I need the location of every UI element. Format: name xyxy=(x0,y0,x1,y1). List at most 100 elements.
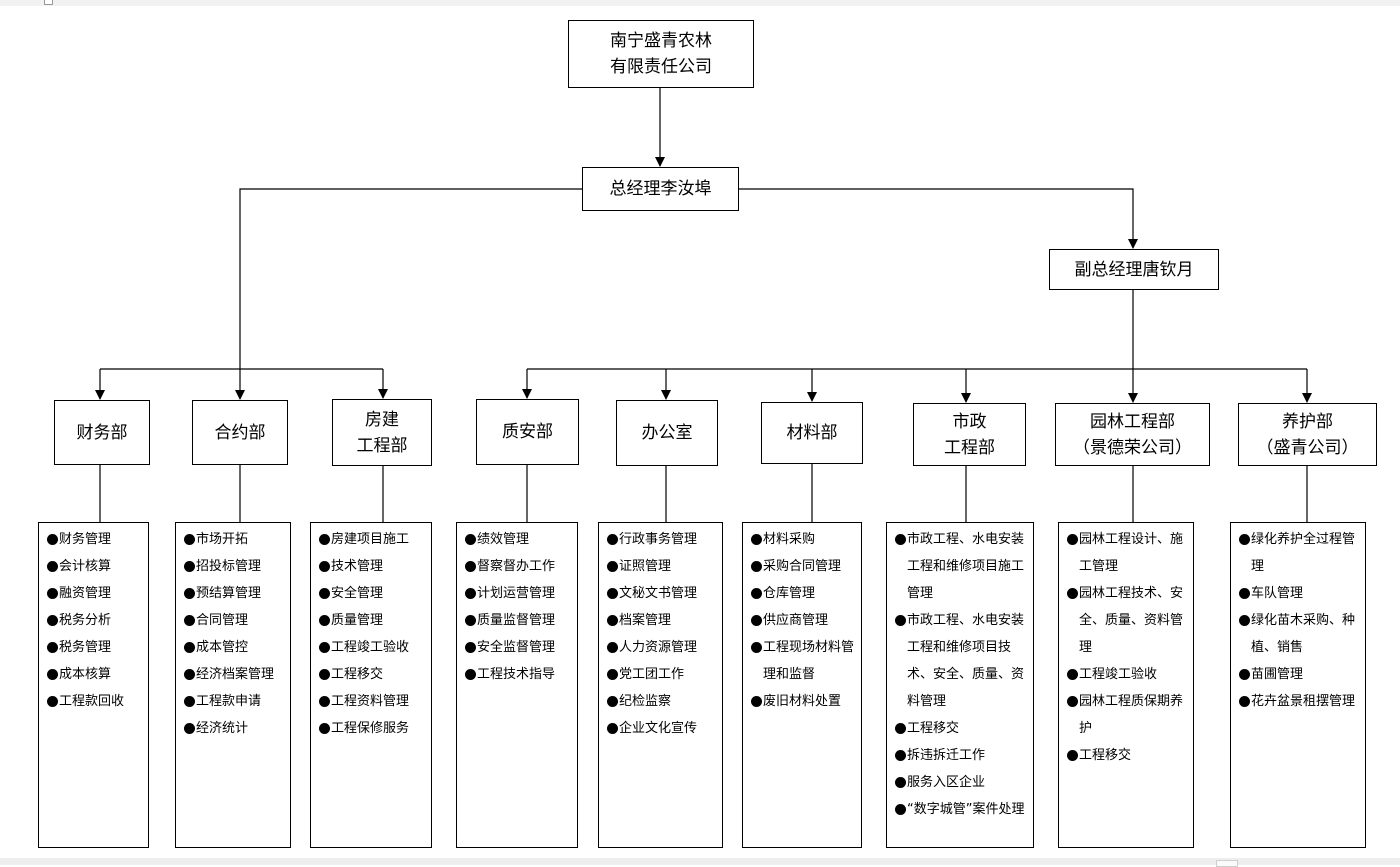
dept-box-office: 办公室 xyxy=(616,400,718,466)
duty-item: 工程竣工验收 xyxy=(1067,661,1187,688)
duty-item: 人力资源管理 xyxy=(607,634,716,661)
duty-text: 质量管理 xyxy=(331,613,384,628)
duty-item: 技术管理 xyxy=(319,553,425,580)
duty-item: 安全管理 xyxy=(319,580,425,607)
duty-text: 档案管理 xyxy=(619,613,672,628)
dept-name: 合约部 xyxy=(214,422,266,443)
bullet-icon xyxy=(319,642,330,653)
duty-item: 文秘文书管理 xyxy=(607,580,716,607)
duty-item: 工程技术指导 xyxy=(465,661,571,688)
bullet-icon xyxy=(319,696,330,707)
bullet-icon xyxy=(319,561,330,572)
duty-list-office: 行政事务管理证照管理文秘文书管理档案管理人力资源管理党工团工作纪检监察企业文化宣… xyxy=(598,522,723,848)
duty-item: 工程款回收 xyxy=(47,688,142,715)
duty-list-municipal: 市政工程、水电安装工程和维修项目施工管理市政工程、水电安装工程和维修项目技术、安… xyxy=(886,522,1034,848)
duty-text: 采购合同管理 xyxy=(763,559,842,574)
duty-item: “数字城管”案件处理 xyxy=(895,796,1027,823)
bullet-icon xyxy=(607,723,618,734)
duty-list-maintenance: 绿化养护全过程管理车队管理绿化苗木采购、种植、销售苗圃管理花卉盆景租摆管理 xyxy=(1230,522,1366,848)
bullet-icon xyxy=(607,534,618,545)
bullet-icon xyxy=(47,642,58,653)
duty-item: 园林工程设计、施工管理 xyxy=(1067,526,1187,580)
dept-name: 养护部 xyxy=(1282,411,1333,432)
duty-text: 工程保修服务 xyxy=(331,721,410,736)
dept-name: 工程部 xyxy=(356,435,408,456)
duty-text: 成本核算 xyxy=(59,667,112,682)
dept-name: 材料部 xyxy=(786,423,838,443)
duty-item: 档案管理 xyxy=(607,607,716,634)
duty-item: 招投标管理 xyxy=(184,553,284,580)
duty-text: 企业文化宣传 xyxy=(619,721,698,736)
bullet-icon xyxy=(1239,669,1250,680)
bullet-icon xyxy=(895,777,906,788)
duty-text: 工程技术指导 xyxy=(477,667,556,682)
duty-text: 技术管理 xyxy=(331,559,384,574)
window-bottom-strip xyxy=(0,858,1400,867)
bullet-icon xyxy=(47,696,58,707)
duty-text: 工程竣工验收 xyxy=(331,640,410,655)
duty-text: 会计核算 xyxy=(59,559,112,574)
dept-name: 市政 xyxy=(952,411,987,432)
duty-text: 工程移交 xyxy=(907,721,960,736)
duty-text: 工程资料管理 xyxy=(331,694,410,709)
duty-item: 经济统计 xyxy=(184,715,284,742)
duty-item: 工程竣工验收 xyxy=(319,634,425,661)
company-name-line: 南宁盛青农林 xyxy=(610,31,712,51)
duty-text: 市政工程、水电安装工程和维修项目施工管理 xyxy=(907,532,1025,601)
bullet-icon xyxy=(1067,534,1078,545)
bullet-icon xyxy=(47,561,58,572)
bullet-icon xyxy=(47,588,58,599)
gm-right-branch xyxy=(739,188,1138,249)
duty-text: 拆违拆迁工作 xyxy=(907,748,986,763)
general-manager-label: 总经理李汝埠 xyxy=(609,179,712,199)
duty-list-materials: 材料采购采购合同管理仓库管理供应商管理工程现场材料管理和监督废旧材料处置 xyxy=(742,522,862,848)
general-manager-box: 总经理李汝埠 xyxy=(582,167,739,211)
dept-box-contract: 合约部 xyxy=(192,400,288,465)
dept-name: 质安部 xyxy=(502,422,553,442)
duty-text: 工程移交 xyxy=(331,667,384,682)
bullet-icon xyxy=(465,642,476,653)
duty-text: 质量监督管理 xyxy=(477,613,556,628)
duty-text: 招投标管理 xyxy=(196,559,262,574)
bullet-icon xyxy=(751,642,762,653)
bullet-icon xyxy=(751,561,762,572)
duty-text: 工程款申请 xyxy=(196,694,262,709)
duty-item: 财务管理 xyxy=(47,526,142,553)
bullet-icon xyxy=(895,534,906,545)
bullet-icon xyxy=(184,561,195,572)
duty-item: 成本管控 xyxy=(184,634,284,661)
bullet-icon xyxy=(319,669,330,680)
bullet-icon xyxy=(607,561,618,572)
duty-item: 车队管理 xyxy=(1239,580,1359,607)
duty-item: 工程移交 xyxy=(1067,742,1187,769)
duty-item: 证照管理 xyxy=(607,553,716,580)
dept-name: 办公室 xyxy=(641,423,693,443)
bullet-icon xyxy=(751,534,762,545)
duty-item: 工程保修服务 xyxy=(319,715,425,742)
bullet-icon xyxy=(319,615,330,626)
duty-text: 经济档案管理 xyxy=(196,667,275,682)
duty-text: 文秘文书管理 xyxy=(619,586,698,601)
duty-list-contract: 市场开拓招投标管理预结算管理合同管理成本管控经济档案管理工程款申请经济统计 xyxy=(175,522,291,848)
bullet-icon xyxy=(465,615,476,626)
duty-text: 房建项目施工 xyxy=(331,532,410,547)
duty-text: 园林工程质保期养护 xyxy=(1079,694,1184,736)
duty-text: 苗圃管理 xyxy=(1251,667,1304,682)
duty-item: 会计核算 xyxy=(47,553,142,580)
duty-text: 人力资源管理 xyxy=(619,640,698,655)
duty-text: 行政事务管理 xyxy=(619,532,698,547)
duty-item: 质量管理 xyxy=(319,607,425,634)
window-top-strip xyxy=(0,0,1400,6)
duty-text: 党工团工作 xyxy=(619,667,685,682)
bullet-icon xyxy=(1239,534,1250,545)
duty-item: 计划运营管理 xyxy=(465,580,571,607)
duty-text: 纪检监察 xyxy=(619,694,672,709)
duty-item: 工程移交 xyxy=(319,661,425,688)
bullet-icon xyxy=(895,804,906,815)
duty-item: 绿化养护全过程管理 xyxy=(1239,526,1359,580)
duty-text: 绩效管理 xyxy=(477,532,530,547)
bullet-icon xyxy=(1239,615,1250,626)
bullet-icon xyxy=(895,723,906,734)
duty-item: 花卉盆景租摆管理 xyxy=(1239,688,1359,715)
duty-text: 经济统计 xyxy=(196,721,249,736)
